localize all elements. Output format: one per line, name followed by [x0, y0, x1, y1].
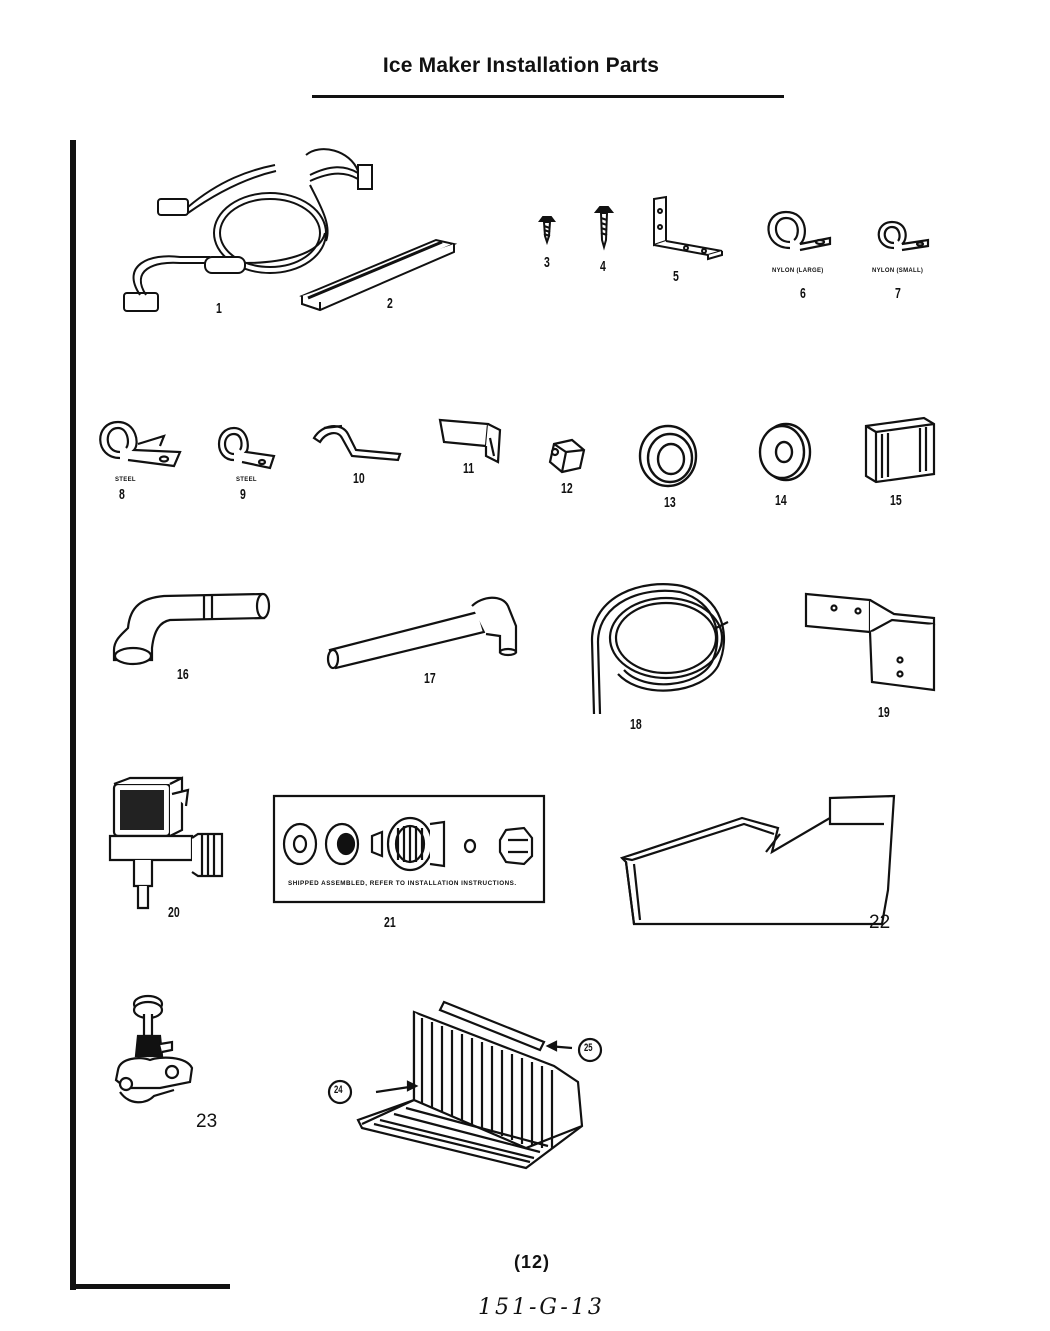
bottom-edge: [70, 1284, 230, 1289]
page-title: Ice Maker Installation Parts: [382, 54, 660, 77]
part-number-2: 2: [387, 295, 393, 312]
part-24-25-shelf-assembly-drawing: [320, 996, 610, 1168]
part-7-small-nylon-clamp-drawing: [872, 218, 934, 254]
part-number-10: 10: [353, 470, 365, 487]
part-23-saddle-valve-drawing: [110, 992, 200, 1110]
part-8-caption: STEEL: [115, 477, 136, 483]
part-7-caption: NYLON (SMALL): [872, 268, 924, 274]
part-5-angle-bracket-drawing: [646, 195, 726, 265]
part-19-mounting-bracket-drawing: [800, 590, 940, 696]
part-20-water-valve-drawing: [106, 776, 236, 912]
part-14-grommet-drawing: [756, 422, 816, 484]
part-number-6: 6: [800, 285, 806, 302]
part-number-24: 24: [334, 1084, 343, 1096]
part-18-coiled-tubing-drawing: [582, 576, 738, 718]
part-number-13: 13: [664, 494, 676, 511]
part-1-wiring-harness-drawing: [110, 145, 370, 325]
part-number-4: 4: [600, 258, 606, 275]
part-number-1: 1: [216, 300, 222, 317]
part-17-fill-tube-drawing: [322, 592, 524, 672]
part-number-21: 21: [384, 914, 396, 931]
part-10-strap-clip-drawing: [312, 420, 404, 464]
part-number-15: 15: [890, 492, 902, 509]
part-22-ice-bin-drawing: [620, 794, 898, 930]
part-6-large-nylon-clamp-drawing: [760, 208, 835, 256]
part-21-fitting-kit-drawing: [272, 794, 546, 904]
title-rule: [312, 95, 784, 98]
part-6-caption: NYLON (LARGE): [772, 268, 824, 274]
part-number-23: 23: [196, 1111, 218, 1132]
part-8-steel-clamp-drawing: [94, 416, 186, 468]
part-15-spacer-block-drawing: [860, 416, 942, 484]
part-11-bracket-clip-drawing: [438, 416, 508, 468]
part-2-seal-strip-drawing: [298, 226, 458, 308]
page-number: (12): [514, 1252, 551, 1272]
part-number-9: 9: [240, 486, 246, 503]
part-number-12: 12: [561, 480, 573, 497]
part-number-19: 19: [878, 704, 890, 721]
part-number-7: 7: [895, 285, 901, 302]
handwritten-code: 151-G-13: [478, 1295, 605, 1320]
part-number-25: 25: [584, 1042, 593, 1054]
binding-edge: [70, 140, 76, 1290]
part-number-20: 20: [168, 904, 180, 921]
part-9-caption: STEEL: [236, 477, 257, 483]
part-21-kit-note: SHIPPED ASSEMBLED, REFER TO INSTALLATION…: [288, 880, 517, 887]
part-number-3: 3: [544, 254, 550, 271]
part-number-11: 11: [463, 460, 475, 477]
part-3-screw-drawing: [538, 216, 556, 244]
part-number-5: 5: [673, 268, 679, 285]
part-number-18: 18: [630, 716, 642, 733]
part-9-steel-clamp-drawing: [214, 424, 278, 470]
part-number-8: 8: [119, 486, 125, 503]
part-number-17: 17: [424, 670, 436, 687]
part-16-elbow-tube-drawing: [108, 590, 272, 666]
part-number-16: 16: [177, 666, 189, 683]
part-13-grommet-drawing: [636, 424, 700, 488]
part-number-14: 14: [775, 492, 787, 509]
part-4-long-screw-drawing: [594, 206, 614, 248]
part-number-22: 22: [869, 912, 891, 933]
part-12-hex-fitting-drawing: [546, 436, 588, 474]
